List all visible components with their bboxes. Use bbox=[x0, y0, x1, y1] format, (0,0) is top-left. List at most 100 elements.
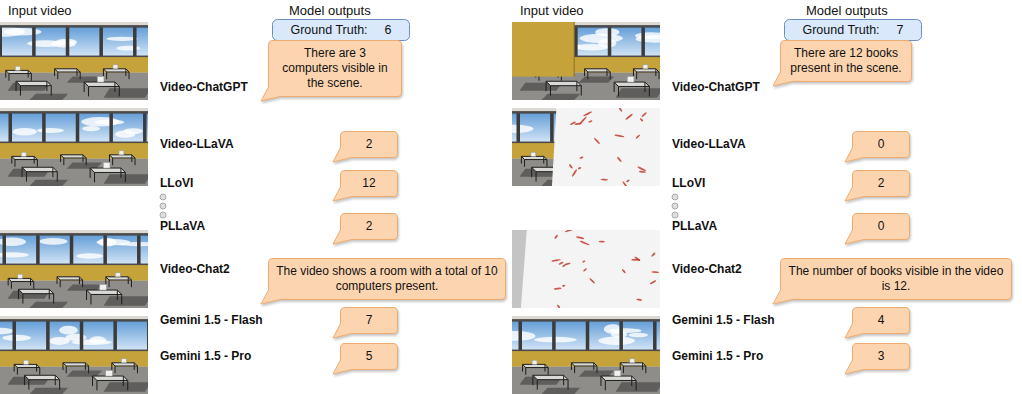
frame-shape bbox=[103, 69, 104, 76]
ellipsis-dot bbox=[672, 194, 678, 200]
frame-shape bbox=[512, 319, 660, 322]
output-bubble: There are 3 computers visible in the sce… bbox=[268, 40, 402, 97]
frame-shape bbox=[659, 72, 660, 79]
frame-shape bbox=[580, 34, 623, 43]
column-header: Model outputs bbox=[289, 3, 371, 19]
frame-shape bbox=[599, 241, 605, 243]
frame-shape bbox=[96, 239, 130, 245]
model-name: Video-Chat2 bbox=[160, 261, 230, 277]
bubble-outline bbox=[845, 171, 910, 202]
output-text: 12 bbox=[354, 173, 383, 194]
frame-shape bbox=[512, 351, 660, 367]
frame-shape bbox=[37, 160, 38, 167]
frame-shape bbox=[70, 234, 74, 265]
frame-shape bbox=[608, 26, 612, 57]
frame-shape bbox=[8, 278, 34, 281]
output-text: 2 bbox=[358, 134, 381, 155]
frame-shape bbox=[554, 234, 558, 239]
frame-shape bbox=[574, 366, 575, 373]
frame-shape bbox=[3, 234, 7, 265]
ground-truth-value: 6 bbox=[385, 23, 392, 38]
frame-shape bbox=[512, 316, 660, 394]
frame-shape bbox=[0, 143, 148, 159]
frame-shape bbox=[650, 280, 657, 285]
frame-shape bbox=[66, 26, 70, 57]
output-bubble: 2 bbox=[340, 213, 398, 240]
frame-shape bbox=[39, 368, 40, 375]
bubble-outline bbox=[261, 41, 402, 102]
frame-shape bbox=[63, 363, 64, 370]
frame-shape bbox=[30, 94, 69, 100]
frame-shape bbox=[36, 234, 40, 265]
frame-shape bbox=[593, 363, 594, 370]
frame-shape bbox=[622, 181, 629, 186]
frame-shape bbox=[0, 233, 148, 236]
frame-shape bbox=[633, 69, 634, 76]
frame-shape bbox=[103, 234, 107, 265]
frame-shape bbox=[88, 366, 89, 373]
frame-shape bbox=[620, 363, 621, 370]
frame-shape bbox=[76, 253, 103, 259]
frame-shape bbox=[31, 74, 32, 81]
bubble-outline bbox=[773, 259, 1012, 305]
frame-shape bbox=[649, 86, 650, 96]
output-text: 7 bbox=[358, 310, 381, 331]
frame-shape bbox=[635, 134, 640, 139]
frame-shape bbox=[36, 364, 37, 371]
frame-shape bbox=[0, 25, 148, 28]
frame-shape bbox=[85, 363, 86, 370]
frame-shape bbox=[60, 280, 61, 287]
frame-shape bbox=[109, 112, 113, 143]
frame-shape bbox=[18, 274, 23, 278]
frame-shape bbox=[37, 128, 64, 133]
frame-shape bbox=[86, 158, 87, 165]
frame-shape bbox=[636, 72, 637, 79]
output-text: Ground Truth: bbox=[290, 23, 367, 38]
output-text: 3 bbox=[870, 346, 893, 367]
frame-shape bbox=[111, 363, 112, 370]
frame-shape bbox=[635, 32, 660, 39]
output-text: The video shows a room with a total of 1… bbox=[268, 261, 506, 297]
frame-shape bbox=[57, 172, 58, 182]
frame-shape bbox=[600, 376, 601, 386]
frame-shape bbox=[585, 69, 611, 72]
frame-shape bbox=[550, 112, 554, 143]
video-frame bbox=[512, 230, 660, 308]
frame-shape bbox=[522, 364, 523, 371]
frame-shape bbox=[574, 122, 581, 125]
frame-shape bbox=[641, 26, 645, 57]
frame-shape bbox=[39, 238, 67, 245]
frame-shape bbox=[565, 230, 575, 233]
frame-shape bbox=[525, 368, 526, 375]
bubble-outline bbox=[845, 344, 910, 375]
frame-shape bbox=[32, 26, 36, 57]
frame-shape bbox=[571, 363, 572, 370]
frame-shape bbox=[637, 166, 646, 172]
frame-shape bbox=[639, 118, 643, 122]
frame-shape bbox=[627, 77, 634, 83]
column-header: Input video bbox=[8, 3, 72, 19]
output-text: 4 bbox=[870, 310, 893, 331]
frame-shape bbox=[655, 69, 656, 76]
frame-shape bbox=[86, 290, 87, 300]
frame-shape bbox=[581, 86, 582, 96]
frame-shape bbox=[28, 70, 29, 77]
ellipsis-dot bbox=[160, 212, 166, 218]
frame-shape bbox=[568, 380, 569, 390]
bubble-outline bbox=[333, 171, 398, 202]
frame-shape bbox=[112, 363, 138, 366]
output-bubble: 0 bbox=[852, 213, 910, 240]
frame-shape bbox=[0, 351, 148, 367]
frame-shape bbox=[634, 256, 641, 262]
frame-shape bbox=[546, 160, 547, 167]
model-name: Video-LLaVA bbox=[672, 136, 746, 152]
ground-truth-box: Ground Truth:7 bbox=[784, 19, 922, 41]
frame-shape bbox=[103, 163, 110, 169]
frame-shape bbox=[601, 376, 636, 380]
frame-shape bbox=[639, 171, 646, 174]
model-name: Video-LLaVA bbox=[160, 136, 234, 152]
video-frame bbox=[0, 108, 148, 186]
frame-shape bbox=[42, 112, 46, 143]
frame-shape bbox=[578, 167, 582, 170]
